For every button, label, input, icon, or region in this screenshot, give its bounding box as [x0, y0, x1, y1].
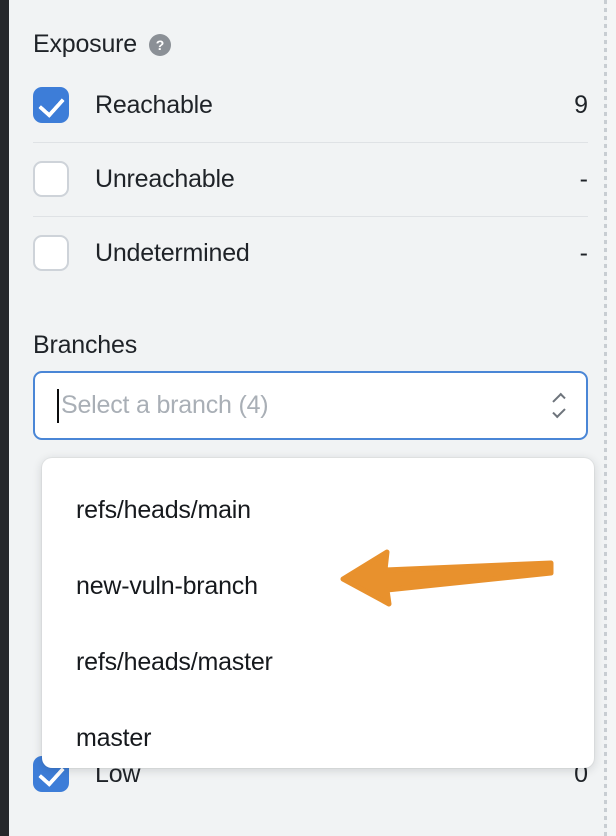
branches-label: Branches — [33, 331, 138, 359]
checkbox-unreachable[interactable] — [33, 161, 69, 197]
exposure-facet-list: Reachable 9 Unreachable - Undetermined - — [33, 68, 588, 290]
dropdown-option-refs-heads-master[interactable]: refs/heads/master — [76, 647, 273, 676]
facet-row-reachable[interactable]: Reachable 9 — [33, 68, 588, 142]
facet-label-unreachable: Unreachable — [95, 164, 235, 193]
branch-select-input[interactable]: Select a branch (4) — [33, 371, 588, 440]
dropdown-option-refs-heads-main[interactable]: refs/heads/main — [76, 495, 251, 524]
dropdown-option-master[interactable]: master — [76, 723, 152, 752]
panel-body: Exposure ? Reachable 9 Unreachable - Und… — [9, 0, 604, 836]
exposure-section-header: Exposure ? — [33, 30, 172, 59]
exposure-title: Exposure — [33, 30, 138, 58]
facet-label-undetermined: Undetermined — [95, 238, 250, 267]
up-down-chevron-icon[interactable] — [548, 389, 570, 423]
right-gutter — [607, 0, 616, 836]
facet-label-reachable: Reachable — [95, 90, 213, 119]
facet-count-reachable: 9 — [574, 90, 588, 119]
question-mark-circle-icon[interactable]: ? — [149, 33, 172, 56]
window-left-rail — [0, 0, 9, 836]
dropdown-option-new-vuln-branch[interactable]: new-vuln-branch — [76, 571, 258, 600]
checkbox-reachable[interactable] — [33, 87, 69, 123]
branch-select-placeholder: Select a branch (4) — [61, 391, 269, 419]
branch-dropdown-menu: refs/heads/main new-vuln-branch refs/hea… — [42, 458, 594, 768]
facet-row-unreachable[interactable]: Unreachable - — [33, 142, 588, 216]
panel-resize-guide[interactable] — [604, 0, 607, 836]
text-caret — [57, 388, 59, 423]
facet-row-undetermined[interactable]: Undetermined - — [33, 216, 588, 290]
checkbox-undetermined[interactable] — [33, 235, 69, 271]
facet-count-undetermined: - — [579, 238, 588, 267]
facet-count-unreachable: - — [579, 164, 588, 193]
